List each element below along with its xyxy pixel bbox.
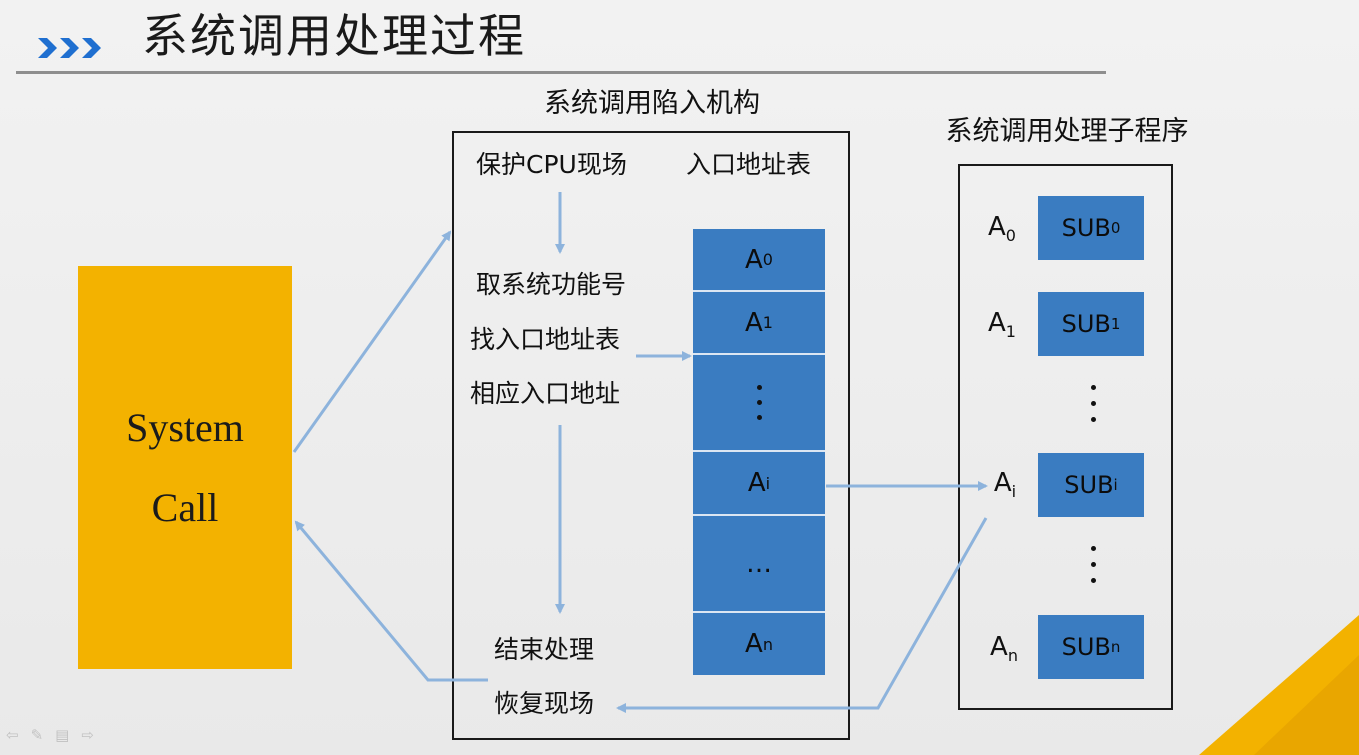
page-title: 系统调用处理过程 [142, 9, 526, 63]
handler-sub-n-base: SUB [1061, 633, 1111, 661]
system-call-box: System Call [78, 266, 292, 669]
trap-mechanism-panel [452, 131, 850, 740]
entry-cell-a1-sub: 1 [762, 313, 773, 332]
handler-subroutines-panel [958, 164, 1173, 710]
title-divider [16, 71, 1106, 74]
step-save-cpu-state: 保护CPU现场 [476, 150, 627, 179]
handler-sub-i-sub: i [1113, 476, 1118, 494]
handler-sub-1-base: SUB [1061, 310, 1111, 338]
entry-cell-an-base: A [745, 629, 763, 659]
entry-cell-a0-base: A [745, 244, 763, 275]
vertical-ellipsis-icon [756, 385, 762, 420]
entry-cell-ai-base: A [747, 468, 766, 498]
system-call-label-line2: Call [151, 484, 219, 530]
corner-decoration [1199, 615, 1359, 755]
handler-subroutines-title: 系统调用处理子程序 [945, 116, 1189, 147]
handler-sub-i-base: SUB [1064, 471, 1114, 499]
slide-controls[interactable]: ⇦ ✎ ▤ ⇨ [6, 726, 94, 744]
handler-sub-0-sub: 0 [1110, 219, 1121, 237]
trap-mechanism-title: 系统调用陷入机构 [544, 88, 760, 119]
entry-cell-an-sub: n [762, 634, 773, 654]
vertical-ellipsis-icon [1091, 385, 1096, 422]
pen-icon[interactable]: ✎ [30, 726, 44, 744]
entry-cell-vertical-ellipsis [693, 355, 825, 452]
handler-label-an-base: A [990, 632, 1008, 662]
step-find-entry-table: 找入口地址表 [470, 325, 621, 354]
entry-cell-ellipsis-text: … [746, 548, 772, 579]
handler-sub-n-sub: n [1110, 638, 1121, 656]
step-get-function-number: 取系统功能号 [476, 270, 627, 299]
system-call-label-line1: System [126, 404, 244, 450]
handler-label-a1-base: A [988, 308, 1006, 338]
step-corresponding-entry: 相应入口地址 [470, 379, 621, 408]
menu-icon[interactable]: ▤ [55, 726, 70, 744]
handler-label-ai: Ai [975, 468, 1035, 501]
next-slide-icon[interactable]: ⇨ [81, 726, 94, 744]
step-restore-state: 恢复现场 [494, 689, 595, 718]
step-finish-processing: 结束处理 [494, 635, 595, 664]
entry-cell-a1-base: A [745, 307, 763, 338]
previous-slide-icon[interactable]: ⇦ [6, 726, 19, 744]
handler-sub-1-sub: 1 [1110, 315, 1121, 333]
entry-table-header: 入口地址表 [686, 150, 812, 179]
handler-label-a1-sub: 1 [1005, 322, 1016, 341]
handler-label-an-sub: n [1007, 646, 1018, 665]
vertical-ellipsis-icon [1091, 546, 1096, 583]
handler-label-a0-base: A [988, 212, 1006, 242]
entry-cell-a0-sub: 0 [762, 250, 773, 269]
handler-label-an: An [974, 632, 1034, 665]
handler-label-a1: A1 [972, 308, 1032, 341]
chevron-triple-right-icon [38, 38, 101, 58]
handler-label-a0-sub: 0 [1005, 226, 1016, 245]
handler-label-ai-sub: i [1011, 482, 1017, 501]
handler-label-ai-base: A [993, 468, 1012, 498]
handler-sub-0-base: SUB [1061, 214, 1111, 242]
entry-cell-horizontal-ellipsis: … [693, 516, 825, 613]
handler-label-a0: A0 [972, 212, 1032, 245]
arrow-call-to-trap [292, 230, 452, 453]
entry-cell-ai-sub: i [765, 473, 771, 493]
